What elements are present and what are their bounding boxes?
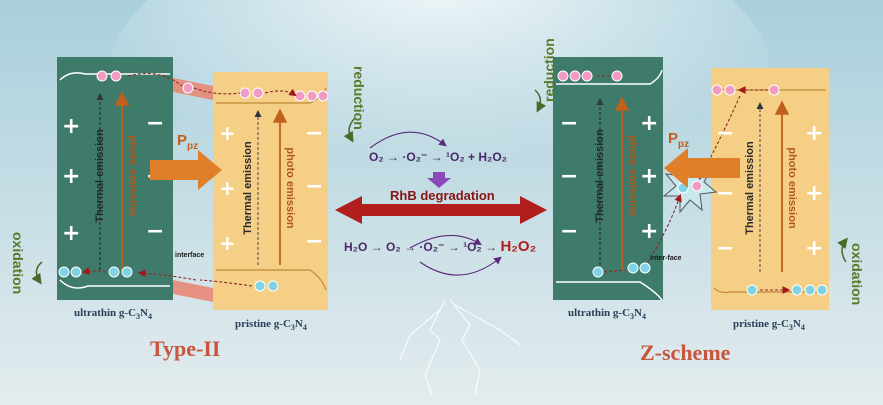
right-ppz-label: Ppz (668, 130, 690, 150)
left-pristine-vb-line (216, 269, 327, 291)
svg-text:−: − (560, 219, 578, 244)
svg-text:+: + (805, 121, 823, 146)
svg-text:+: + (640, 164, 658, 189)
right-pristine-vb-line (713, 287, 826, 294)
right-reduction-curve-icon (534, 89, 547, 113)
center-down-arrow (427, 172, 451, 188)
right-interface-label: inter-face (650, 255, 682, 262)
left-pristine-caption: pristine g-C3N4 (235, 318, 307, 333)
svg-text:+: + (62, 114, 80, 139)
right-pristine-caption: pristine g-C3N4 (733, 318, 805, 333)
left-ultrathin-thermal-label: Thermal emission (94, 129, 106, 223)
reactant-h2o: H₂O (344, 240, 368, 254)
left-reduction-label: reduction (351, 66, 367, 130)
right-ppz-arrow (664, 148, 740, 188)
right-minus-signs-pristine: − − − (716, 121, 734, 261)
right-minus-signs-ultrathin: − − − (560, 111, 578, 244)
svg-text:+: + (805, 236, 823, 261)
center-top-reaction: O₂ → ·O₂⁻ → ¹O₂ + H₂O₂ (369, 150, 507, 164)
right-reduction-label: reduction (541, 38, 557, 102)
right-ultrathin-caption: ultrathin g-C3N4 (568, 307, 646, 322)
left-interface-label: interface (175, 252, 205, 259)
left-interface-band-bottom (173, 280, 213, 302)
right-ultrathin-panel (553, 57, 663, 300)
z-scheme-label: Z-scheme (640, 340, 731, 365)
svg-text:−: − (716, 121, 734, 146)
right-holes (592, 262, 828, 296)
radical-o2: ·O₂⁻ (419, 240, 445, 254)
left-pristine-thermal-label: Thermal emission (242, 141, 254, 235)
svg-text:+: + (640, 219, 658, 244)
left-ultrathin-vb-line (59, 279, 170, 289)
svg-text:−: − (146, 111, 164, 136)
left-holes (58, 266, 279, 292)
svg-text:−: − (560, 111, 578, 136)
left-ultrathin-caption: ultrathin g-C3N4 (74, 307, 152, 322)
left-ultrathin-cb-line (59, 72, 170, 81)
center-double-red-arrow (335, 196, 547, 224)
right-pristine-thermal-label: Thermal emission (744, 141, 756, 235)
left-ppz-arrow (150, 150, 222, 190)
svg-text:−: − (716, 236, 734, 261)
right-plus-signs-pristine: + + + (805, 121, 823, 261)
center-bottom-curve-arrow-2 (419, 256, 502, 276)
svg-text:+: + (219, 231, 236, 255)
right-oxidation-label: oxidation (849, 243, 865, 306)
svg-text:−: − (305, 174, 323, 199)
svg-text:−: − (305, 229, 323, 254)
right-hole-arrows (603, 269, 788, 290)
left-reduction-curve-icon (343, 117, 356, 143)
center-bottom-curve-arrow-1 (409, 234, 482, 249)
left-hole-transfer-arrow (84, 271, 253, 287)
left-pristine-photo-label: photo emission (284, 147, 296, 229)
svg-text:+: + (805, 181, 823, 206)
left-hole-transfer-arrow-2 (137, 269, 197, 281)
svg-text:−: − (305, 121, 323, 146)
right-electron-arrows (596, 75, 768, 90)
right-pristine-photo-label: photo emission (786, 147, 798, 229)
left-oxidation-curve-icon (31, 261, 43, 285)
svg-text:−: − (146, 219, 164, 244)
left-ultrathin-photo-label: photo emission (126, 135, 138, 217)
singlet-o2: ¹O₂ (463, 240, 482, 254)
center-degradation-label: RhB degradation (390, 188, 495, 203)
left-minus-signs-pristine: − − − (305, 121, 323, 254)
right-electrons (557, 70, 780, 96)
center-top-curve-arrow (369, 131, 447, 149)
svg-text:+: + (219, 176, 236, 200)
right-plus-signs-ultrathin: + + + (640, 111, 658, 244)
svg-text:+: + (640, 111, 658, 136)
svg-text:+: + (62, 221, 80, 246)
left-ppz-label: Ppz (177, 132, 199, 152)
left-plus-signs-pristine: + + + (219, 121, 236, 255)
svg-text:−: − (716, 181, 734, 206)
left-oxidation-label: oxidation (10, 232, 26, 295)
right-ultrathin-thermal-label: Thermal emission (594, 129, 606, 223)
left-electron-transfer-arrow (127, 73, 295, 95)
right-oxidation-curve-icon (837, 237, 848, 263)
reactant-o2: O₂ (386, 240, 401, 254)
right-ultrathin-photo-label: photo emission (626, 135, 638, 217)
right-recombine-electron (691, 180, 703, 192)
svg-text:+: + (219, 121, 236, 145)
right-pristine-panel (711, 68, 829, 310)
left-plus-signs: + + + (62, 114, 80, 246)
svg-text:−: − (560, 164, 578, 189)
svg-text:+: + (62, 164, 80, 189)
center-bottom-reaction: H₂O → O₂ → ·O₂⁻ → ¹O₂ → H₂O₂ (344, 238, 537, 255)
left-electrons (96, 70, 329, 102)
lightning-bolt (399, 299, 521, 396)
right-ultrathin-cb-line (556, 69, 663, 85)
right-hole-to-interface (647, 193, 682, 263)
right-ultrathin-vb-line (556, 281, 663, 301)
type-ii-label: Type-II (150, 336, 221, 361)
product-h2o2: H₂O₂ (500, 238, 537, 255)
